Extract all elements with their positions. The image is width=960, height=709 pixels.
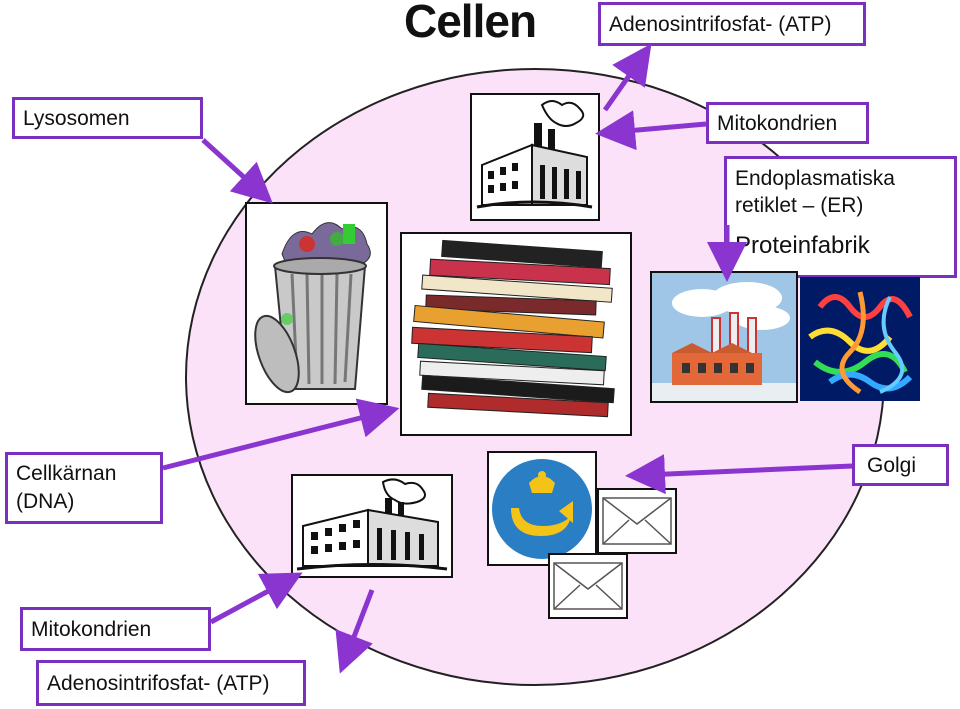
envelope-image-2 bbox=[548, 553, 628, 619]
book-stack-icon bbox=[411, 239, 615, 418]
envelope-icon bbox=[602, 497, 672, 545]
industrial-factory-icon bbox=[652, 273, 796, 401]
trash-can-icon bbox=[254, 222, 371, 394]
envelope-icon bbox=[553, 562, 623, 610]
arrow-mitochondria-top bbox=[595, 110, 707, 151]
arrow-to-atp-bottom bbox=[335, 589, 375, 674]
label-atp-top: Adenosintrifosfat- (ATP) bbox=[598, 2, 866, 46]
label-er-line2: retiklet – (ER) bbox=[735, 194, 864, 217]
label-mitochondria-bottom: Mitokondrien bbox=[20, 607, 211, 651]
label-golgi: Golgi bbox=[852, 444, 949, 486]
factory-image-bottom bbox=[291, 474, 453, 578]
factory-image-top bbox=[470, 93, 600, 221]
label-nucleus: Cellkärnan (DNA) bbox=[5, 452, 163, 524]
envelope-image-1 bbox=[597, 488, 677, 554]
arrow-to-atp-top bbox=[602, 43, 652, 112]
arrow-mitochondria-bottom bbox=[209, 572, 303, 625]
label-er-line1: Endoplasmatiska bbox=[735, 167, 895, 190]
book-stack-image bbox=[400, 232, 632, 436]
label-atp-bottom: Adenosintrifosfat- (ATP) bbox=[36, 660, 306, 706]
protein-structure-icon bbox=[800, 277, 920, 401]
trash-can-image bbox=[245, 202, 388, 405]
label-lysosome: Lysosomen bbox=[12, 97, 203, 139]
protein-structure-image bbox=[800, 277, 920, 401]
label-nucleus-line2: (DNA) bbox=[16, 490, 75, 513]
arrow-nucleus bbox=[162, 398, 400, 471]
label-mitochondria-top: Mitokondrien bbox=[706, 102, 869, 144]
label-er: Endoplasmatiska retiklet – (ER) Proteinf… bbox=[724, 156, 957, 278]
label-nucleus-line1: Cellkärnan bbox=[16, 462, 117, 485]
post-logo-image bbox=[487, 451, 597, 566]
factory-icon bbox=[296, 478, 448, 571]
arrow-lysosome bbox=[201, 138, 273, 204]
page-title: Cellen bbox=[404, 0, 537, 47]
factory-icon bbox=[476, 100, 593, 209]
label-protein-factory: Proteinfabrik bbox=[735, 232, 870, 259]
post-horn-logo-icon bbox=[492, 459, 592, 559]
arrow-golgi bbox=[625, 454, 853, 495]
